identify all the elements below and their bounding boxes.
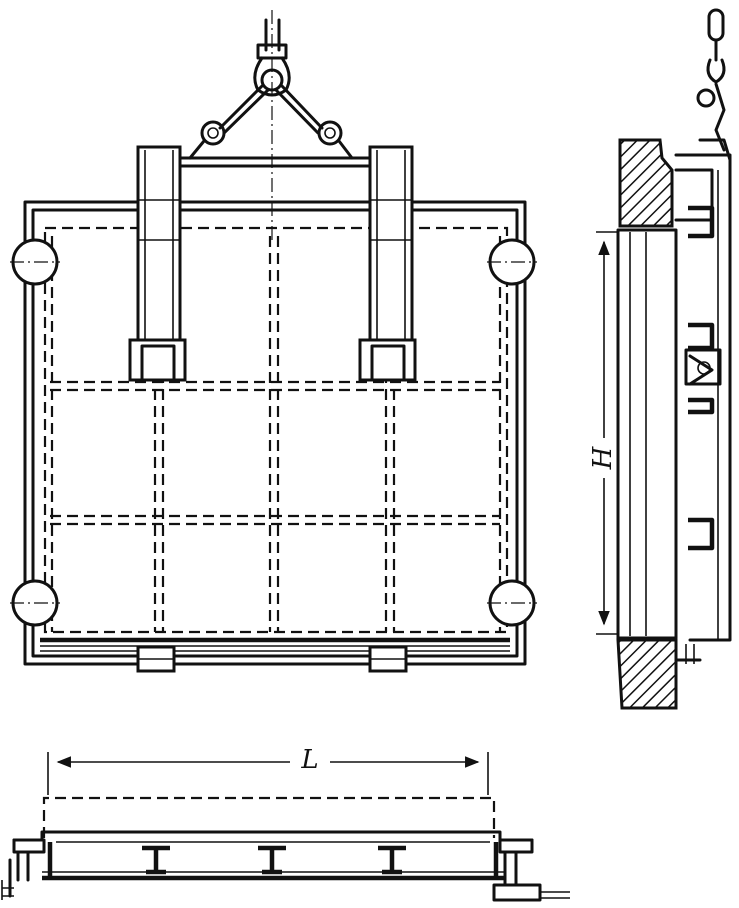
side-chain bbox=[696, 8, 732, 162]
concrete-lower bbox=[616, 638, 678, 710]
lifting-post-left bbox=[128, 145, 187, 382]
bottom-blocks bbox=[136, 645, 408, 673]
dimension-height: H bbox=[588, 231, 618, 635]
side-gate-body bbox=[616, 153, 732, 664]
lifting-post-right bbox=[358, 145, 417, 382]
wheels bbox=[10, 238, 537, 627]
plan-hidden-outline bbox=[42, 796, 496, 838]
plan-view: L bbox=[1, 745, 570, 902]
gate-frame bbox=[23, 200, 527, 666]
front-view bbox=[10, 10, 537, 673]
sling-ropes bbox=[188, 84, 354, 160]
plan-structure bbox=[1, 830, 570, 902]
lifting-beam bbox=[176, 156, 374, 168]
skin-plate-hidden-lines bbox=[43, 226, 509, 634]
length-label: L bbox=[300, 745, 318, 775]
height-label: H bbox=[588, 445, 618, 470]
concrete-upper bbox=[618, 138, 674, 228]
side-view: H bbox=[588, 8, 732, 710]
dimension-length: L bbox=[47, 745, 489, 795]
lifting-hook bbox=[253, 10, 291, 240]
